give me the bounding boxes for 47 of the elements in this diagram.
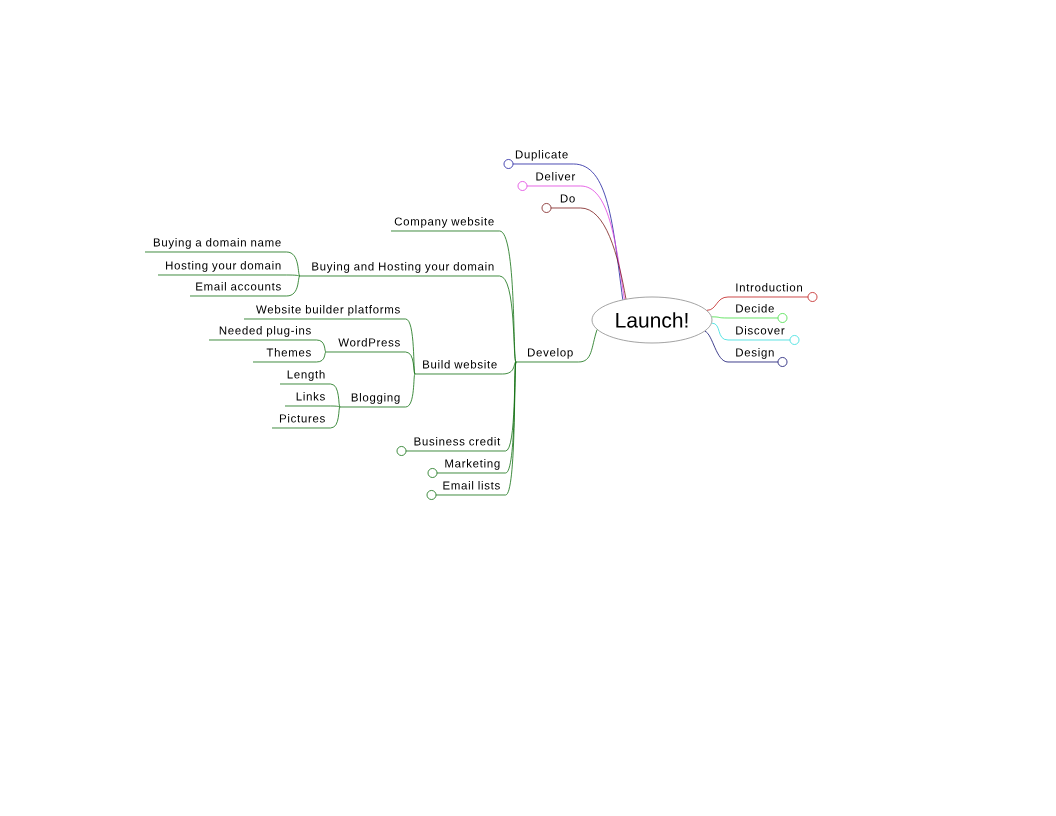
topic-label: Pictures [271, 414, 331, 429]
branch-line [711, 316, 729, 319]
topic-label: WordPress [325, 338, 406, 353]
branch-line [711, 322, 729, 341]
branch-line [286, 251, 301, 277]
branch-line [330, 383, 341, 408]
branch-line [706, 296, 729, 311]
branch-line [505, 361, 517, 474]
topic-label: Do [550, 194, 581, 209]
branch-line [578, 329, 598, 363]
branch-line [405, 351, 416, 375]
branch-line [330, 405, 341, 408]
topic-label: Website builder platforms [243, 305, 406, 320]
topic-label: Deliver [526, 172, 581, 187]
branch-line [405, 373, 416, 408]
branch-line [573, 163, 624, 300]
topic-label: Needed plug-ins [208, 326, 317, 341]
branch-line [286, 274, 301, 277]
topic-label: Business credit [405, 437, 506, 452]
branch-line [580, 207, 627, 300]
topic-label: Buying and Hosting your domain [299, 262, 500, 277]
topic-label: Blogging [339, 393, 406, 408]
topic-label: Email lists [435, 481, 506, 496]
topic-label: Decide [727, 304, 779, 319]
branch-line [580, 185, 625, 300]
branch-line [286, 275, 301, 297]
branch-line [316, 339, 327, 353]
branch-line [330, 406, 341, 429]
topic-label: Duplicate [512, 150, 574, 165]
topic-label: Links [284, 392, 331, 407]
topic-label: Buying a domain name [144, 238, 287, 253]
topic-label: Email accounts [189, 282, 287, 297]
branch-line [502, 361, 517, 375]
topic-label: Marketing [436, 459, 506, 474]
branch-line [704, 330, 729, 363]
topic-label: Develop [515, 348, 579, 363]
branch-line [505, 361, 517, 496]
branch-line [499, 275, 517, 363]
topic-label: Discover [727, 326, 791, 341]
topic-label: Themes [252, 348, 317, 363]
topic-label: Build website [414, 360, 503, 375]
branch-line [316, 351, 327, 363]
topic-label: Design [727, 348, 779, 363]
topic-label: Hosting your domain [157, 261, 287, 276]
topic-label: Introduction [727, 283, 809, 298]
topic-label: Company website [390, 217, 500, 232]
topic-label: Length [279, 370, 331, 385]
